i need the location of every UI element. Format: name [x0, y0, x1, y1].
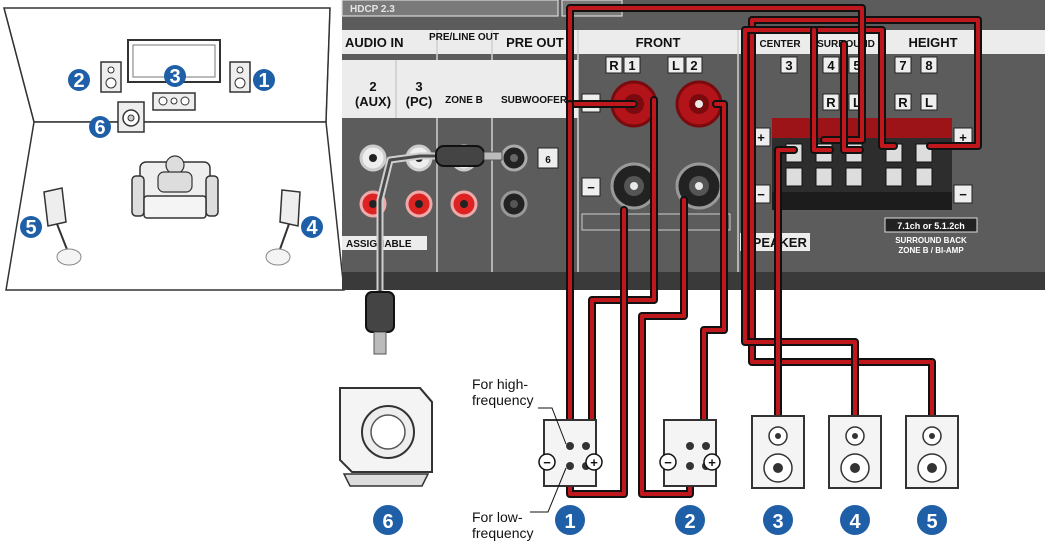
front-channel-labels: R 1 L 2 [605, 56, 703, 74]
high-frequency-caption-line1: For high- [472, 376, 528, 392]
front-right-speaker-icon: − + [538, 419, 603, 487]
svg-text:L: L [853, 95, 861, 110]
input-2-sub-label: (AUX) [355, 94, 391, 109]
room-badge-2: 2 [68, 69, 90, 92]
channel-number-boxes: 3 4 5 7 8 R L R L [780, 56, 938, 111]
bottom-badge-4: 4 [840, 505, 870, 535]
svg-text:1: 1 [628, 58, 635, 73]
subwoofer-jack-number: 6 [545, 155, 551, 166]
bottom-badge-3: 3 [763, 505, 793, 535]
svg-text:L: L [672, 58, 680, 73]
surround-back-label: SURROUND BACK [895, 236, 967, 245]
svg-text:1: 1 [564, 511, 575, 533]
svg-text:2: 2 [73, 70, 84, 92]
room-center-speaker-icon [152, 92, 196, 111]
front-label: FRONT [636, 35, 681, 50]
zone-b-biamp-label: ZONE B / BI-AMP [898, 246, 964, 255]
front-right-minus-mark: − [543, 455, 551, 470]
front-left-plus-mark: + [708, 455, 716, 470]
couch-icon [131, 155, 219, 219]
svg-text:R: R [898, 95, 908, 110]
high-frequency-caption-line2: frequency [472, 392, 533, 408]
input-2-label: 2 [369, 79, 376, 94]
audio-in-label: AUDIO IN [345, 35, 404, 50]
svg-text:5: 5 [853, 58, 860, 73]
subwoofer-jack[interactable] [500, 144, 528, 172]
center-label: CENTER [759, 39, 801, 50]
room-surround-right-speaker-icon [265, 189, 301, 266]
svg-text:8: 8 [925, 58, 932, 73]
svg-text:6: 6 [94, 117, 105, 139]
svg-text:L: L [925, 95, 933, 110]
pre-line-out-label: PRE/LINE OUT [429, 32, 499, 43]
svg-text:4: 4 [306, 217, 318, 239]
front-left-speaker-icon: − + [659, 419, 721, 487]
block-minus-left: − [757, 187, 765, 202]
svg-text:2: 2 [684, 511, 695, 533]
room-badge-1: 1 [253, 69, 275, 92]
front-right-plus-mark: + [590, 455, 598, 470]
svg-text:4: 4 [849, 511, 861, 533]
room-badge-3: 3 [164, 65, 186, 88]
input-3-sub-label: (PC) [406, 94, 433, 109]
room-badge-4: 4 [301, 216, 323, 239]
room-surround-left-speaker-icon [43, 187, 82, 266]
room-subwoofer-icon [117, 101, 145, 133]
surround-right-speaker-icon [828, 415, 882, 489]
bottom-badge-1: 1 [555, 505, 585, 535]
room-front-left-speaker-icon [100, 61, 122, 93]
svg-text:4: 4 [827, 58, 835, 73]
hdcp-label: HDCP 2.3 [350, 4, 395, 15]
bottom-badge-6: 6 [373, 505, 403, 535]
svg-text:3: 3 [772, 511, 783, 533]
height-label: HEIGHT [908, 35, 957, 50]
room-front-right-speaker-icon [229, 61, 251, 93]
front-left-minus-mark: − [664, 455, 672, 470]
room-badge-6: 6 [89, 116, 111, 139]
surround-left-speaker-icon [905, 415, 959, 489]
room-badge-5: 5 [20, 216, 42, 239]
svg-text:1: 1 [258, 70, 269, 92]
svg-text:7: 7 [899, 58, 906, 73]
svg-text:3: 3 [169, 66, 180, 88]
block-plus-right: + [959, 130, 967, 145]
zone-b-label: ZONE B [445, 95, 483, 106]
svg-text:2: 2 [690, 58, 697, 73]
block-minus-right: − [959, 187, 967, 202]
subwoofer-speaker-icon [339, 387, 433, 487]
svg-text:R: R [826, 95, 836, 110]
bottom-badge-5: 5 [917, 505, 947, 535]
bottom-badge-2: 2 [675, 505, 705, 535]
svg-text:R: R [609, 58, 619, 73]
svg-text:6: 6 [382, 511, 393, 533]
svg-text:5: 5 [25, 217, 36, 239]
front-right-minus-terminal[interactable] [610, 162, 658, 210]
subwoofer-label: SUBWOOFER [501, 95, 568, 106]
subwoofer-cable-plug [365, 145, 503, 355]
speaker-cables [376, 4, 982, 498]
svg-text:5: 5 [926, 511, 937, 533]
low-frequency-caption-line2: frequency [472, 525, 533, 541]
input-3-label: 3 [415, 79, 422, 94]
mode-label: 7.1ch or 5.1.2ch [897, 221, 965, 231]
room-layout: 2 3 1 6 5 4 [3, 7, 345, 291]
center-speaker-icon [751, 415, 805, 489]
block-plus-left: + [757, 130, 765, 145]
pre-out-label: PRE OUT [506, 35, 564, 50]
front-minus-label: − [587, 180, 595, 195]
low-frequency-caption-line1: For low- [472, 509, 523, 525]
svg-text:3: 3 [785, 58, 792, 73]
